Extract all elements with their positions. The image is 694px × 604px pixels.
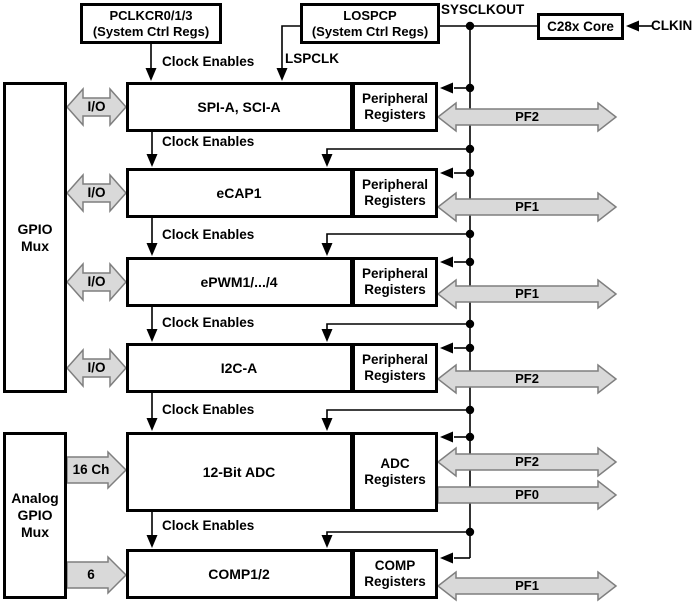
gpio-mux-box: GPIO Mux xyxy=(3,82,67,393)
lospcp-label-line1: LOSPCP xyxy=(343,7,397,23)
sysclkout-label: SYSCLKOUT xyxy=(441,2,525,17)
pf-bus-label-4: PF2 xyxy=(515,371,539,386)
comp-input-arrow xyxy=(66,555,128,595)
pf-bus-label-7: PF1 xyxy=(515,578,539,593)
adc-registers-box: ADC Registers xyxy=(350,432,438,512)
ecap1-regs-line2: Registers xyxy=(364,193,426,208)
epwm-registers-box: Peripheral Registers xyxy=(350,257,438,307)
spi-sci-label: SPI-A, SCI-A xyxy=(197,99,281,115)
analog-gpio-mux-label-line3: Mux xyxy=(21,524,49,540)
pf-bus-label-6: PF0 xyxy=(515,487,539,502)
adc-label: 12-Bit ADC xyxy=(202,464,276,480)
io-bus-label-4: I/O xyxy=(87,360,106,375)
comp-regs-line2: Registers xyxy=(364,574,426,589)
adc-regs-line1: ADC xyxy=(380,456,410,471)
adc-channel-arrow xyxy=(66,450,128,490)
epwm-label: ePWM1/.../4 xyxy=(200,274,278,290)
pclkcr-label-line2: (System Ctrl Regs) xyxy=(92,23,210,39)
adc-channels-label: 16 Ch xyxy=(72,462,110,477)
clock-enable-chain-left xyxy=(146,132,158,548)
i2c-registers-box: Peripheral Registers xyxy=(350,343,438,393)
io-bus-arrows xyxy=(65,87,128,388)
pf-bus-label-5: PF2 xyxy=(515,454,539,469)
clock-enables-label-2: Clock Enables xyxy=(162,134,255,149)
epwm-regs-line1: Peripheral xyxy=(361,266,429,281)
adc-regs-line2: Registers xyxy=(364,472,426,487)
pf-bus-label-1: PF2 xyxy=(515,109,539,124)
analog-gpio-mux-label-line1: Analog xyxy=(11,490,59,506)
i2c-regs-line1: Peripheral xyxy=(361,352,429,367)
clock-enables-label-6: Clock Enables xyxy=(162,518,255,533)
i2c-label: I2C-A xyxy=(220,360,258,376)
lspclk-connector xyxy=(276,25,300,81)
analog-gpio-mux-box: Analog GPIO Mux xyxy=(3,432,67,599)
io-bus-label-1: I/O xyxy=(87,99,106,114)
clock-feeds-from-trunk xyxy=(321,148,470,548)
pclkcr-box: PCLKCR0/1/3 (System Ctrl Regs) xyxy=(80,3,222,44)
clkin-label: CLKIN xyxy=(651,18,693,33)
clock-enables-label-1: Clock Enables xyxy=(162,54,255,69)
gpio-mux-label-line1: GPIO xyxy=(17,220,53,237)
comp-inputs-label: 6 xyxy=(87,567,95,582)
io-bus-label-3: I/O xyxy=(87,274,106,289)
lspclk-label: LSPCLK xyxy=(285,51,339,66)
i2c-regs-line2: Registers xyxy=(364,368,426,383)
spi-sci-regs-line1: Peripheral xyxy=(361,91,429,106)
clkin-arrow xyxy=(626,20,652,32)
lospcp-box: LOSPCP (System Ctrl Regs) xyxy=(300,3,440,44)
clock-enables-label-4: Clock Enables xyxy=(162,315,255,330)
spi-sci-regs-line2: Registers xyxy=(364,107,426,122)
pclkcr-label-line1: PCLKCR0/1/3 xyxy=(109,7,193,23)
io-bus-label-2: I/O xyxy=(87,185,106,200)
c28x-core-label: C28x Core xyxy=(547,19,614,34)
ecap1-registers-box: Peripheral Registers xyxy=(350,168,438,218)
ecap1-label: eCAP1 xyxy=(216,185,262,201)
ecap1-regs-line1: Peripheral xyxy=(361,177,429,192)
comp-registers-box: COMP Registers xyxy=(350,549,438,599)
clock-enables-label-5: Clock Enables xyxy=(162,402,255,417)
comp-regs-line1: COMP xyxy=(374,558,416,573)
pclkcr-clock-enable-line xyxy=(145,44,157,81)
junction-dots xyxy=(465,21,475,537)
gpio-mux-label-line2: Mux xyxy=(21,237,49,254)
analog-gpio-mux-label-line2: GPIO xyxy=(17,507,53,523)
epwm-regs-line2: Registers xyxy=(364,282,426,297)
pf-bus-label-2: PF1 xyxy=(515,199,539,214)
lospcp-label-line2: (System Ctrl Regs) xyxy=(311,23,429,39)
c28x-core-box: C28x Core xyxy=(537,13,624,40)
pf-bus-label-3: PF1 xyxy=(515,286,539,301)
spi-sci-registers-box: Peripheral Registers xyxy=(350,82,438,132)
clock-enables-label-3: Clock Enables xyxy=(162,227,255,242)
comp-label: COMP1/2 xyxy=(208,566,270,582)
pf-bus-arrows xyxy=(436,101,618,602)
